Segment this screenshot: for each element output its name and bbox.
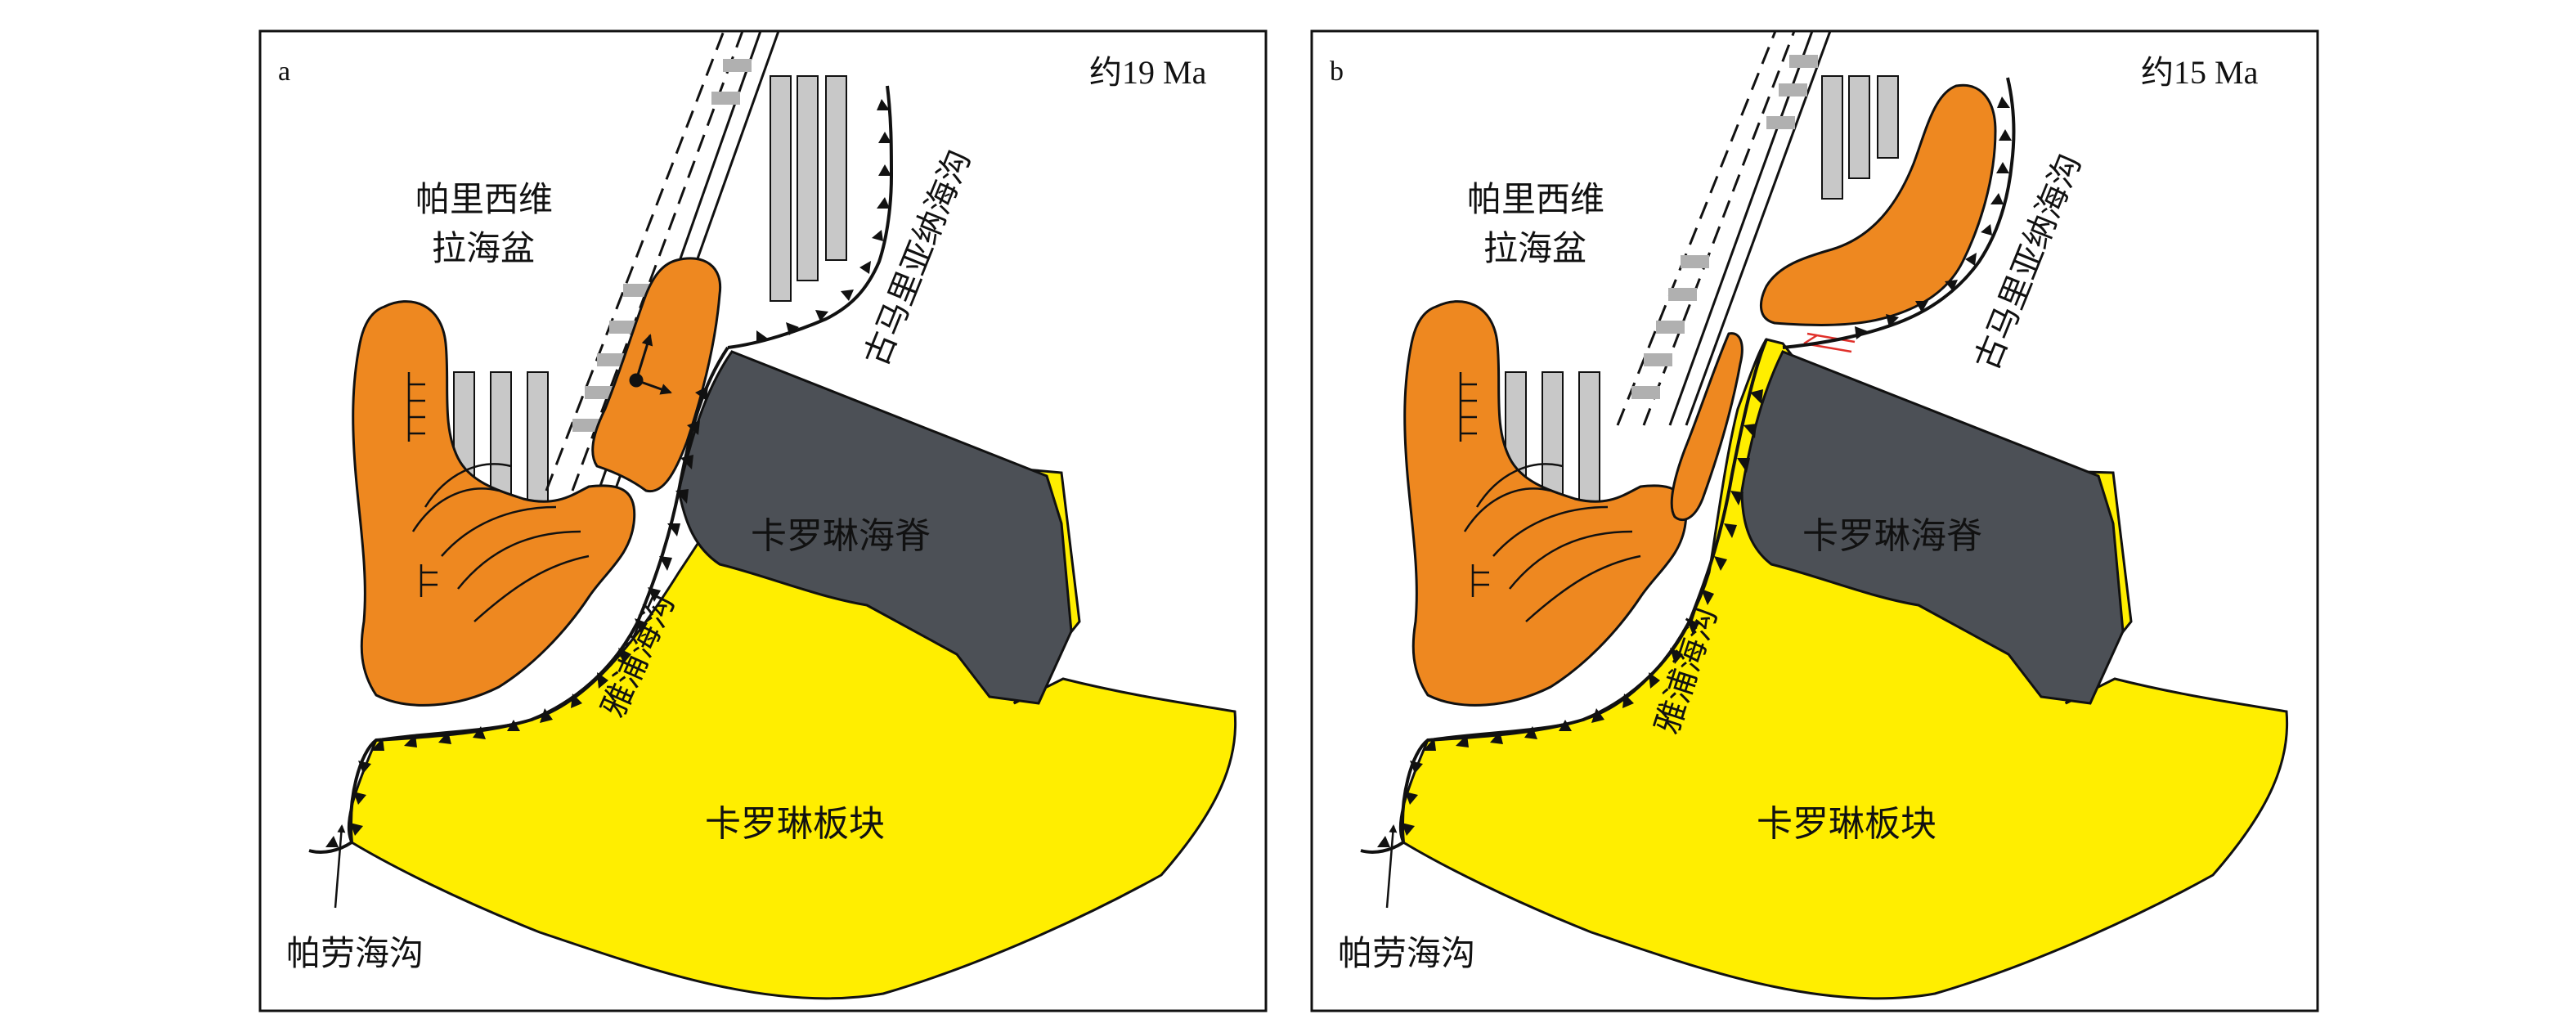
basin-label-line1: 帕里西维 [415,179,553,219]
basin-label-line2: 拉海盆 [1483,228,1586,268]
mariana-trench-teeth [756,99,891,343]
ngulu-block [591,257,722,493]
age-label: 约15 Ma [2141,54,2259,91]
mariana-trench-teeth [1855,97,2012,339]
transform-segments [1631,55,1818,399]
spreading-bars-north [1821,75,1899,200]
panel-a: a 约19 Ma 帕里西维 拉海盆 卡罗琳海脊 卡罗琳板块 帕劳海沟 雅浦海沟 … [258,29,1268,1012]
palau-pointer-arrow [1385,824,1398,909]
palau-arc-block [1403,300,1688,707]
palau-arc-block [352,300,636,707]
panel-b: b 约15 Ma 帕里西维 拉海盆 卡罗琳海脊 卡罗琳板块 帕劳海沟 雅浦海沟 … [1310,29,2319,1012]
plate-label: 卡罗琳板块 [705,803,885,845]
yap-trench-line [308,346,729,854]
trench-teeth [325,386,708,847]
internal-fabric-lines [1459,372,1641,622]
detached-arc-block [1759,83,1997,326]
internal-fabric-lines [407,372,590,622]
ridge-label: 卡罗琳海脊 [1802,515,1982,557]
ngulu-sliver [1670,332,1744,521]
plate-label: 卡罗琳板块 [1757,803,1936,845]
yap-trench-line [1360,339,1768,854]
spreading-bars-north [770,75,847,302]
panel-letter: b [1330,56,1344,87]
basin-label-line1: 帕里西维 [1467,179,1604,219]
palau-trench-label: 帕劳海沟 [286,933,424,973]
palau-pointer-arrow [334,824,346,909]
age-label: 约19 Ma [1089,54,1207,91]
panel-letter: a [278,56,290,87]
motion-vector-icon [629,334,672,395]
basin-label-line2: 拉海盆 [432,228,535,268]
palau-trench-label: 帕劳海沟 [1338,933,1475,973]
ridge-label: 卡罗琳海脊 [751,515,931,557]
transform-segments [572,59,752,432]
trench-teeth [1377,389,1763,847]
